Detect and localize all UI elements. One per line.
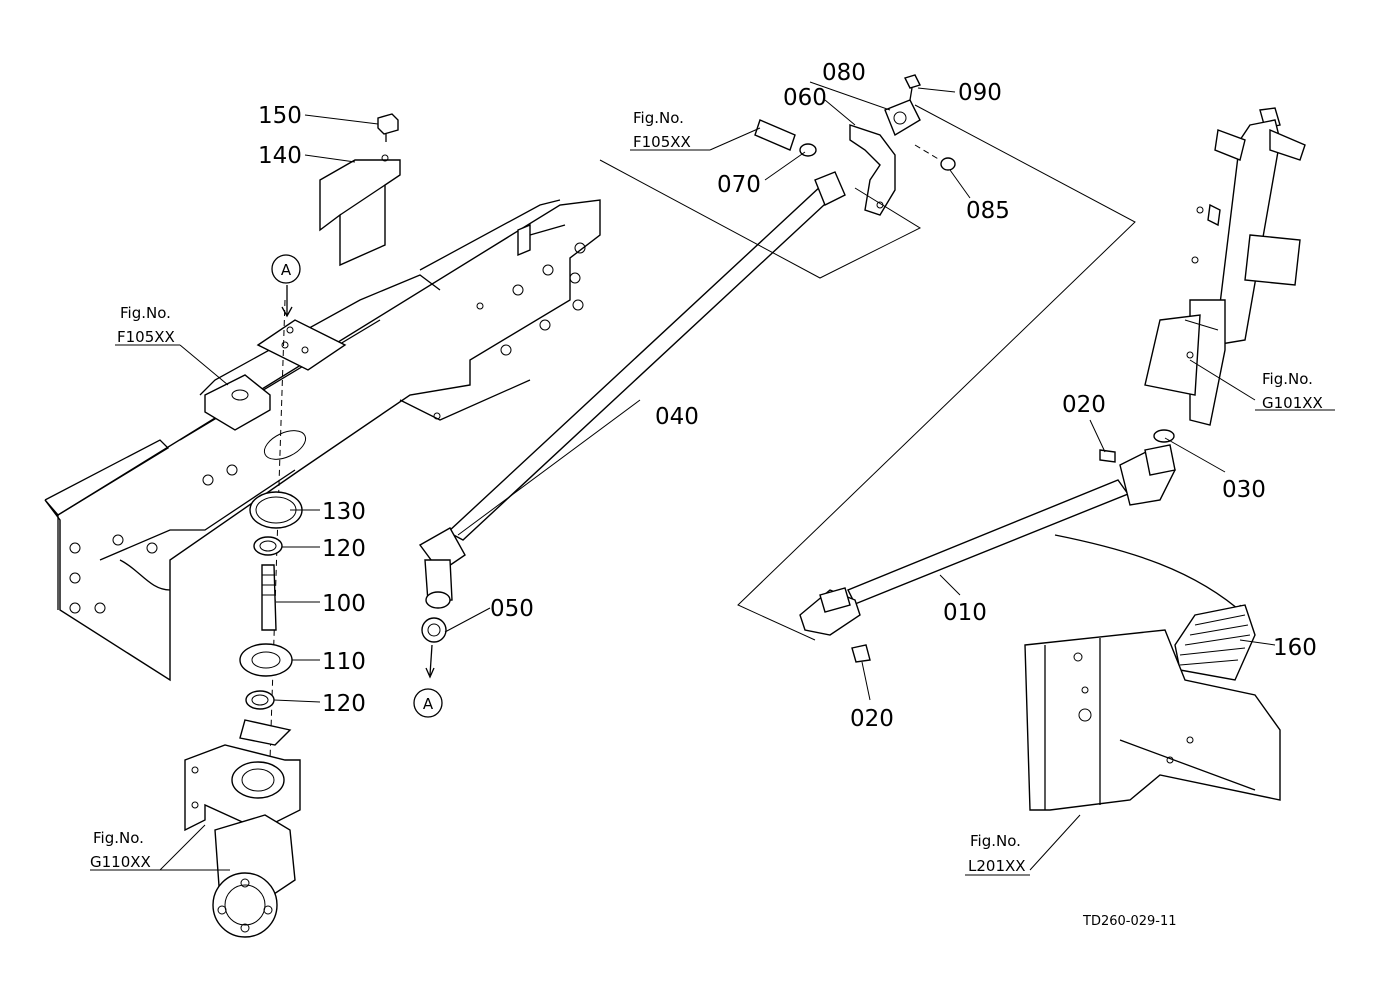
floor-panel [1024,629,1281,811]
part-label-050: 050 [490,596,534,622]
part-label-120: 120 [322,536,366,562]
reference-mark-a-top-label: A [281,261,292,279]
fig-ref-caption-f105-top: Fig.No. [633,109,684,127]
part-label-100: 100 [322,591,366,617]
part-label-040: 040 [655,404,699,430]
fig-ref-caption-g101: Fig.No. [1262,370,1313,388]
part-label-070: 070 [717,172,761,198]
bolt-070 [754,119,817,157]
dashed-outline-upper [599,159,922,279]
fig-ref-caption-l201: Fig.No. [970,832,1021,850]
part-label-085: 085 [966,198,1010,224]
steering-shaft [418,171,846,679]
part-label-030: 030 [1222,477,1266,503]
figure-reference-labels: Fig.No. F105XX Fig.No. F105XX Fig.No. G1… [90,109,1323,875]
part-label-060: 060 [783,85,827,111]
part-label-150: 150 [258,103,302,129]
part-label-160: 160 [1273,635,1317,661]
part-label-090: 090 [958,80,1002,106]
rotation-arrow [1054,534,1247,617]
part-number-labels: 150 140 130 120 100 110 120 040 050 080 … [258,60,1317,732]
bolt [377,113,399,142]
reference-mark-a-bottom: A [413,688,443,718]
part-label-010: 010 [943,600,987,626]
nut-085 [914,144,956,171]
fig-ref-number-l201: L201XX [968,857,1026,875]
frame-rail [44,199,601,682]
part-label-020-lower: 020 [850,706,894,732]
cover-plate [319,154,401,267]
reference-mark-a-top: A [271,254,301,284]
part-label-020: 020 [1062,392,1106,418]
bolt-090 [904,74,921,101]
fig-ref-number-g101: G101XX [1262,394,1323,412]
drawing-code: TD260-029-11 [1082,914,1177,929]
leader-lines [90,81,1335,876]
fig-ref-number-g110: G110XX [90,853,151,871]
shaft-stack [239,299,303,761]
reference-mark-a-bottom-label: A [423,695,434,713]
part-label-110: 110 [322,649,366,675]
steering-valve [184,719,301,938]
fig-ref-caption-f105-left: Fig.No. [120,304,171,322]
part-label-130: 130 [322,499,366,525]
fig-ref-caption-g110: Fig.No. [93,829,144,847]
support-bracket [849,99,921,216]
steering-column [1144,107,1306,443]
dust-boot [1174,604,1256,681]
dashed-outline-lower [737,104,1136,641]
part-label-140: 140 [258,143,302,169]
lower-shaft [799,444,1176,663]
part-label-120-lower: 120 [322,691,366,717]
part-label-080: 080 [822,60,866,86]
fig-ref-number-f105-top: F105XX [633,133,691,151]
fig-ref-number-f105-left: F105XX [117,328,175,346]
